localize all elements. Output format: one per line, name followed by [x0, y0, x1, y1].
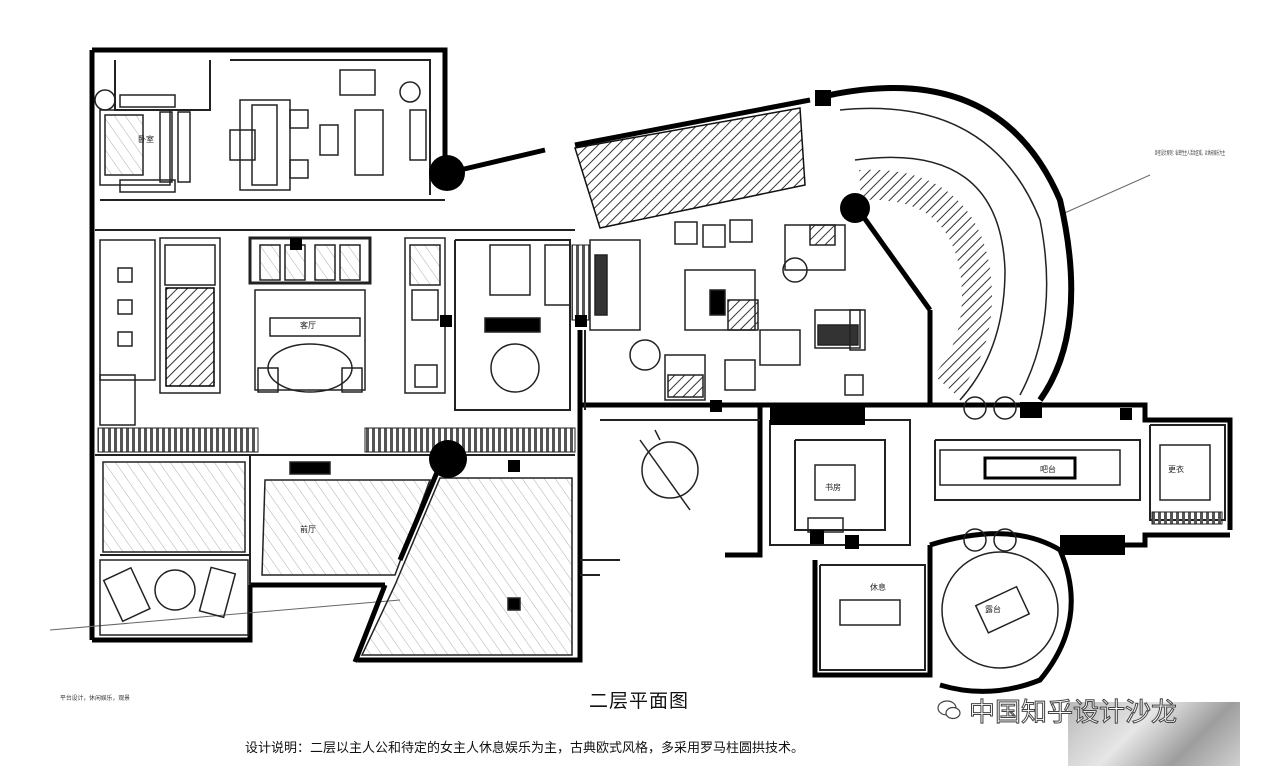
right-annotation: 卧室设计原则：私密性主人活动区域，以休闲娱乐为主: [1155, 149, 1225, 157]
room-label-bedroom: 卧室: [138, 134, 154, 144]
drawing-title: 二层平面图: [588, 690, 689, 712]
room-labels: 卧室 前厅 客厅 书房 休息 露台 吧台 更衣: [138, 134, 1184, 614]
room-label-living: 客厅: [300, 320, 316, 330]
left-annotation: 平台设计，休闲娱乐，观景: [60, 694, 130, 702]
bedroom-furniture: [94, 69, 427, 193]
room-label-terrace: 露台: [985, 604, 1001, 614]
central-rooms: [99, 236, 571, 426]
room-label-bar: 吧台: [1040, 464, 1056, 474]
curved-lounge: [770, 85, 1223, 694]
terrace-floors: [99, 461, 573, 656]
outer-walls: [89, 47, 1233, 678]
watermark: 中国知乎设计沙龙: [935, 692, 1177, 729]
railing-bands: [97, 244, 591, 453]
thin-walls: [49, 59, 1226, 671]
watermark-text: 中国知乎设计沙龙: [968, 698, 1178, 729]
gallery-area: [459, 97, 866, 511]
room-label-study: 书房: [825, 482, 841, 492]
design-note: 设计说明：二层以主人公和待定的女主人休息娱乐为主，古典欧式风格，多采用罗马柱圆拱…: [245, 741, 805, 756]
room-label-foyer: 前厅: [300, 524, 316, 534]
photo-thumbnail: [1068, 702, 1240, 766]
room-label-lounge: 休息: [870, 582, 886, 592]
diagonal-walls: [352, 469, 441, 663]
room-label-dressing: 更衣: [1168, 464, 1184, 474]
columns: [290, 90, 1132, 549]
annotation-notes: 卧室设计原则：私密性主人活动区域，以休闲娱乐为主 平台设计，休闲娱乐，观景: [60, 149, 1225, 702]
wechat-icon: [937, 700, 961, 720]
